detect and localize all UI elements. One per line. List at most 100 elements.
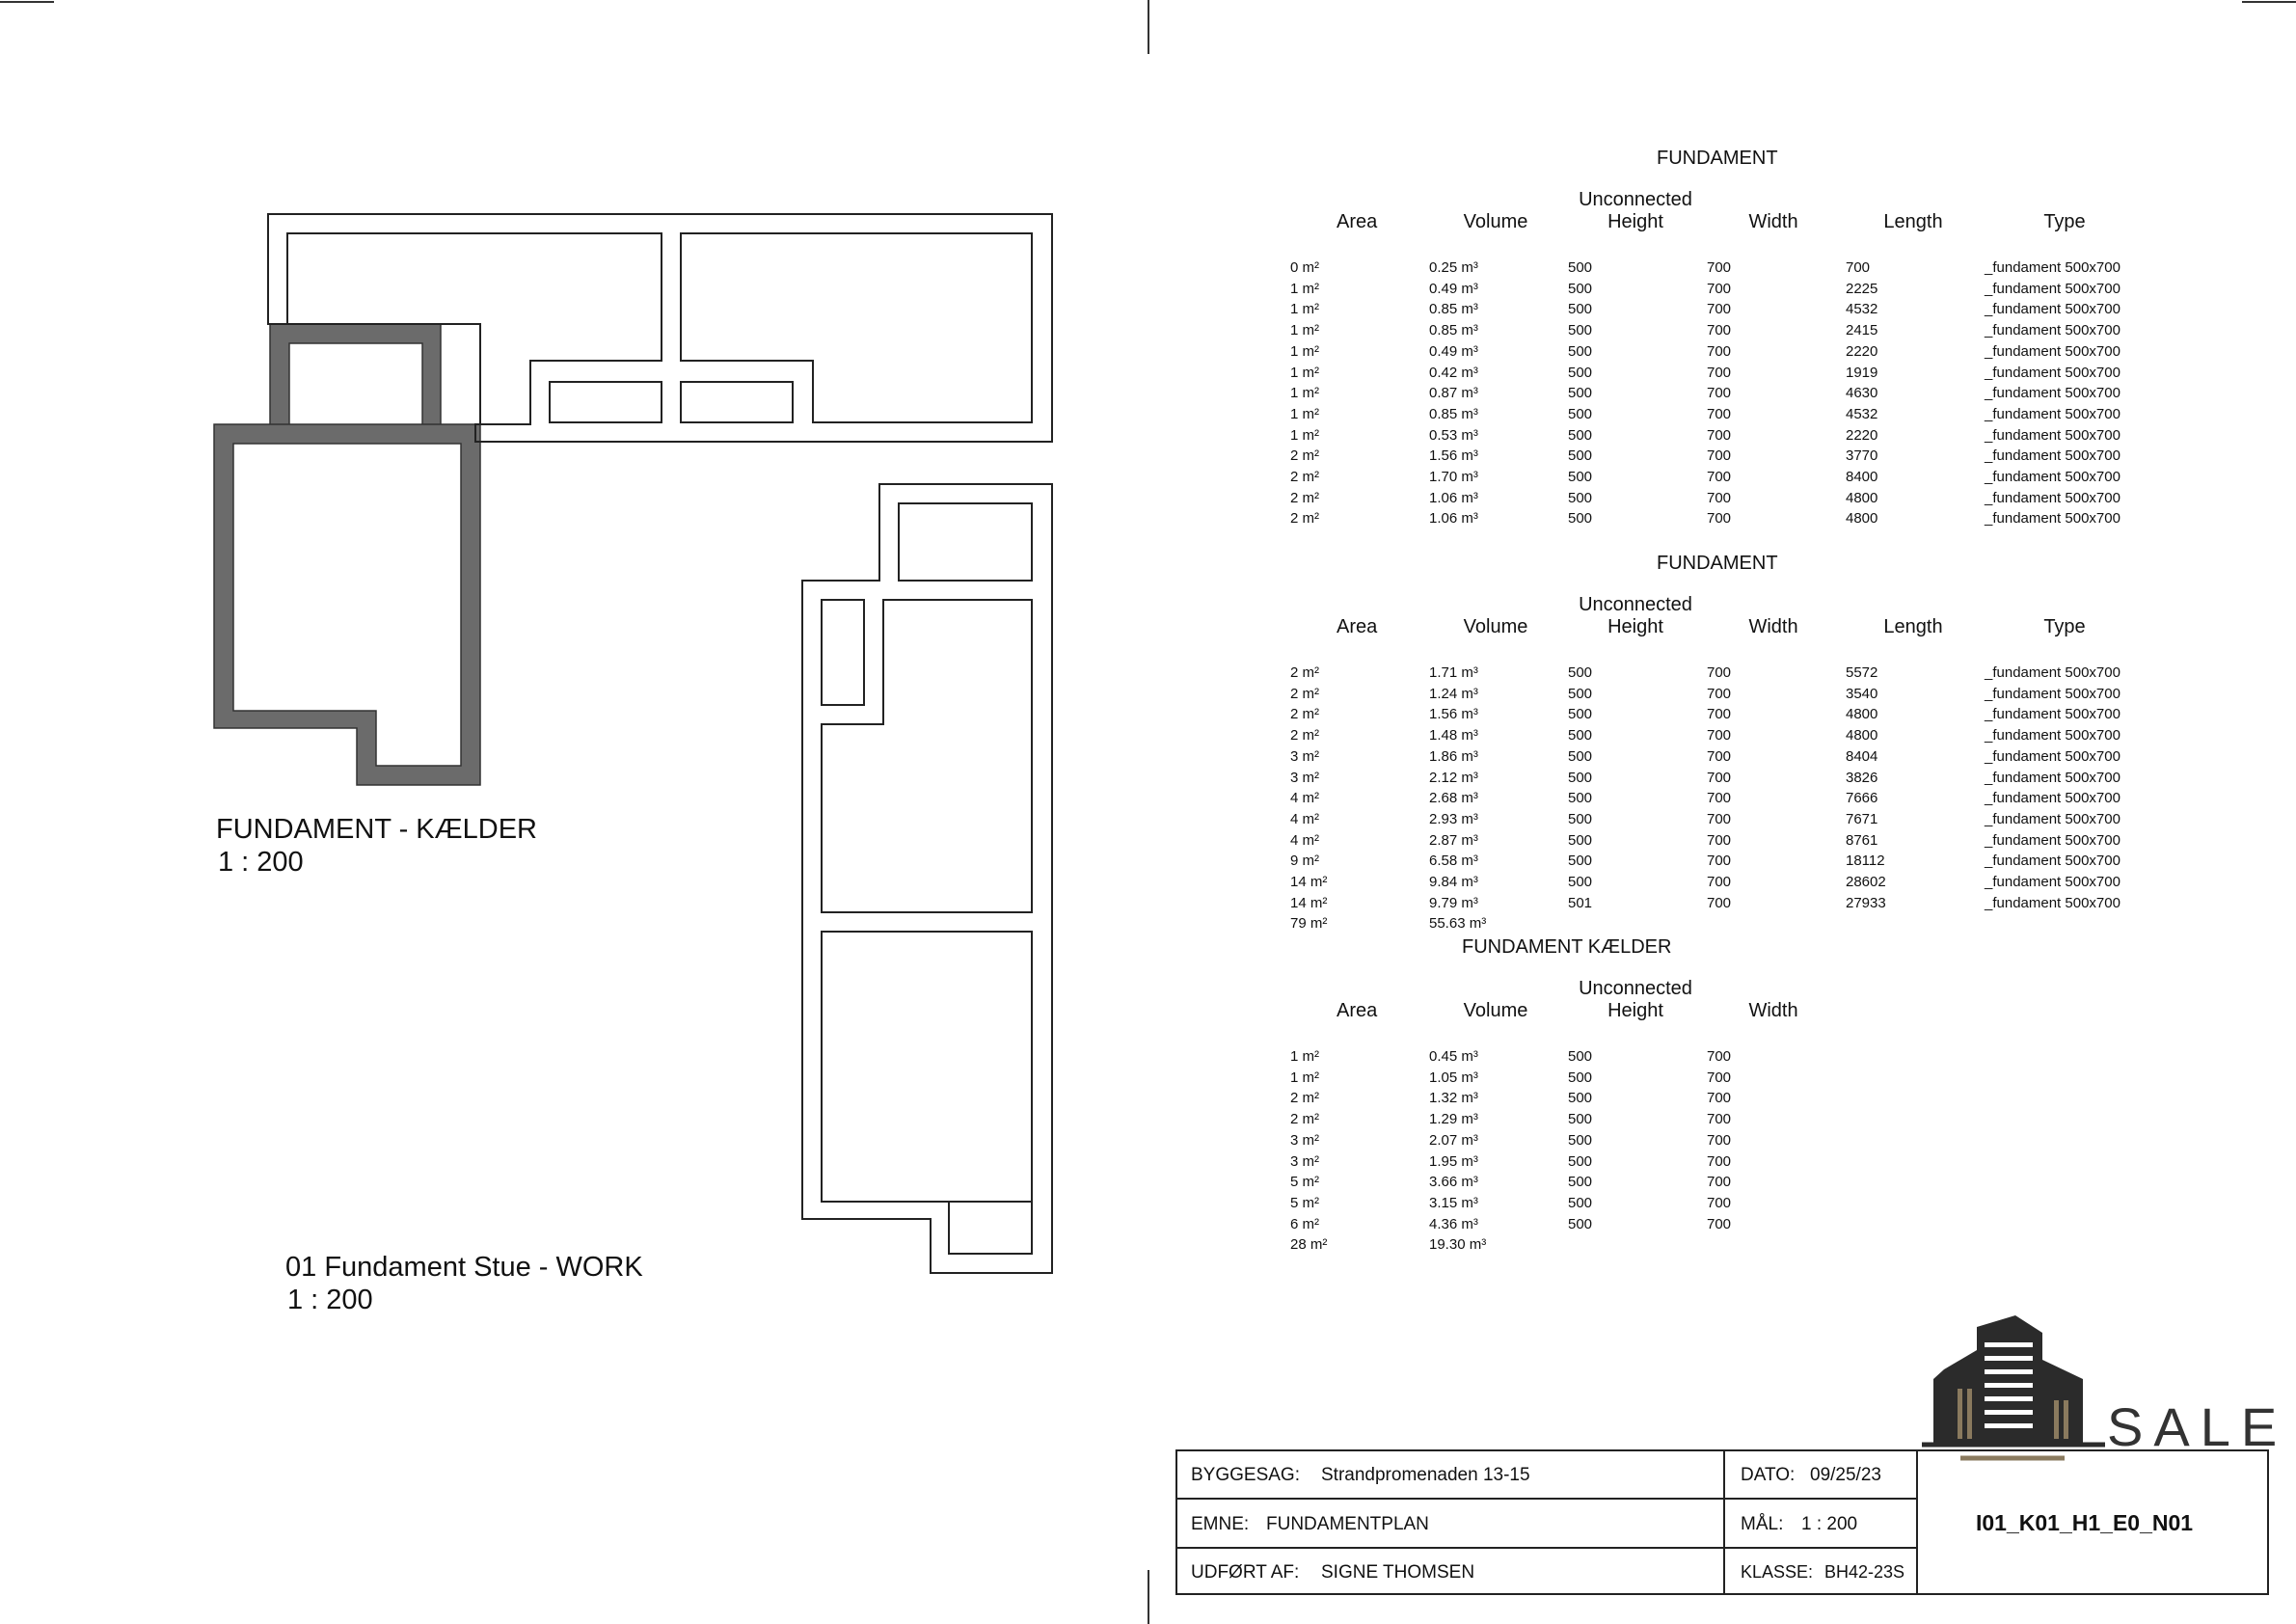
table-cell: 500	[1568, 405, 1593, 422]
table-cell: 700	[1707, 447, 1732, 465]
total-area: 28 m²	[1290, 1236, 1328, 1253]
table-cell: 1.06 m³	[1429, 510, 1478, 528]
table-cell: 700	[1707, 405, 1732, 422]
table-cell: _fundament 500x700	[1985, 664, 2120, 681]
table-cell: _fundament 500x700	[1985, 874, 2120, 890]
table-cell: 500	[1568, 831, 1593, 849]
kaelder-main-wall	[213, 423, 481, 786]
table-cell: 500	[1568, 1152, 1593, 1170]
byggesag-value: Strandpromenaden 13-15	[1321, 1465, 1530, 1485]
table-cell: _fundament 500x700	[1985, 426, 2120, 444]
table-cell: 500	[1568, 727, 1593, 744]
byggesag-label: BYGGESAG:	[1191, 1465, 1300, 1485]
table-cell: _fundament 500x700	[1985, 447, 2120, 465]
header-width: Width	[1748, 1000, 1798, 1021]
table-cell: 9.84 m³	[1429, 874, 1478, 890]
table-cell: 700	[1707, 706, 1732, 723]
table-cell: 8400	[1846, 469, 1878, 485]
table-cell: 700	[1707, 489, 1732, 506]
header-volume: Volume	[1463, 211, 1528, 232]
table-cell: 3 m²	[1290, 1131, 1319, 1149]
table-cell: 0.53 m³	[1429, 426, 1478, 444]
table-cell: 1.06 m³	[1429, 489, 1478, 506]
table-cell: 1.05 m³	[1429, 1069, 1478, 1086]
table-cell: _fundament 500x700	[1985, 810, 2120, 827]
table-cell: _fundament 500x700	[1985, 853, 2120, 870]
table-cell: 7666	[1846, 790, 1878, 807]
table-cell: 500	[1568, 1194, 1593, 1211]
table-cell: 1 m²	[1290, 280, 1319, 297]
table-cell: 700	[1707, 894, 1732, 911]
emne-value: FUNDAMENTPLAN	[1266, 1514, 1429, 1534]
table-cell: 8761	[1846, 831, 1878, 849]
table-cell: 500	[1568, 385, 1593, 402]
table-cell: 500	[1568, 810, 1593, 827]
table-cell: 3.66 m³	[1429, 1174, 1478, 1191]
table-cell: 700	[1707, 259, 1732, 276]
table-cell: _fundament 500x700	[1985, 385, 2120, 402]
view-scale-kaelder: 1 : 200	[218, 847, 304, 878]
table-cell: 4800	[1846, 727, 1878, 744]
table-cell: 3826	[1846, 769, 1878, 786]
table-cell: 700	[1707, 1174, 1732, 1191]
table-cell: 1.70 m³	[1429, 469, 1478, 485]
header-unconnected: Unconnected	[1579, 594, 1692, 615]
table-cell: 0.42 m³	[1429, 364, 1478, 381]
kaelder-upper-room-wall	[269, 323, 442, 427]
table-cell: 2 m²	[1290, 1111, 1319, 1128]
table-cell: 0 m²	[1290, 259, 1319, 276]
table-cell: 2.87 m³	[1429, 831, 1478, 849]
table-cell: 2 m²	[1290, 664, 1319, 681]
table-cell: 500	[1568, 1131, 1593, 1149]
table-cell: 700	[1707, 1069, 1732, 1086]
table-cell: 700	[1707, 810, 1732, 827]
klasse-label: KLASSE:	[1741, 1562, 1814, 1582]
table-cell: 3540	[1846, 685, 1878, 702]
table-cell: 2225	[1846, 280, 1878, 297]
table-cell: 501	[1568, 894, 1593, 911]
table-cell: 500	[1568, 685, 1593, 702]
table-cell: 6 m²	[1290, 1215, 1319, 1232]
table-cell: 0.25 m³	[1429, 259, 1478, 276]
table-cell: _fundament 500x700	[1985, 706, 2120, 723]
table-cell: 700	[1707, 1215, 1732, 1232]
table-cell: 1.95 m³	[1429, 1152, 1478, 1170]
table-cell: 4.36 m³	[1429, 1215, 1478, 1232]
maal-value: 1 : 200	[1801, 1514, 1858, 1534]
table-cell: _fundament 500x700	[1985, 259, 2120, 276]
table-cell: _fundament 500x700	[1985, 342, 2120, 360]
table-cell: _fundament 500x700	[1985, 322, 2120, 339]
table-cell: _fundament 500x700	[1985, 894, 2120, 911]
table-cell: 700	[1707, 853, 1732, 870]
table-cell: 500	[1568, 706, 1593, 723]
table-cell: 4 m²	[1290, 790, 1319, 807]
table-cell: 700	[1707, 469, 1732, 485]
table-cell: 700	[1707, 874, 1732, 890]
table-cell: 700	[1707, 385, 1732, 402]
table-cell: _fundament 500x700	[1985, 747, 2120, 765]
table-cell: 18112	[1846, 853, 1885, 870]
table-cell: 2 m²	[1290, 469, 1319, 485]
table-cell: 500	[1568, 510, 1593, 528]
table-cell: 700	[1707, 1111, 1732, 1128]
table-cell: _fundament 500x700	[1985, 831, 2120, 849]
table-cell: 700	[1707, 727, 1732, 744]
header-volume: Volume	[1463, 616, 1528, 637]
table-cell: 500	[1568, 1174, 1593, 1191]
table-cell: 7671	[1846, 810, 1878, 827]
table-cell: 2.12 m³	[1429, 769, 1478, 786]
header-area: Area	[1337, 616, 1378, 637]
table-cell: 28602	[1846, 874, 1886, 890]
udfoert-value: SIGNE THOMSEN	[1321, 1562, 1475, 1583]
header-width: Width	[1748, 616, 1798, 637]
header-area: Area	[1337, 211, 1378, 232]
table-cell: 500	[1568, 1090, 1593, 1107]
table-cell: 1 m²	[1290, 342, 1319, 360]
table-cell: 1.56 m³	[1429, 447, 1478, 465]
table-cell: 700	[1707, 1048, 1732, 1065]
table-cell: 4 m²	[1290, 831, 1319, 849]
table-cell: 2220	[1846, 342, 1878, 360]
table-cell: 500	[1568, 664, 1593, 681]
table-cell: 1 m²	[1290, 301, 1319, 318]
